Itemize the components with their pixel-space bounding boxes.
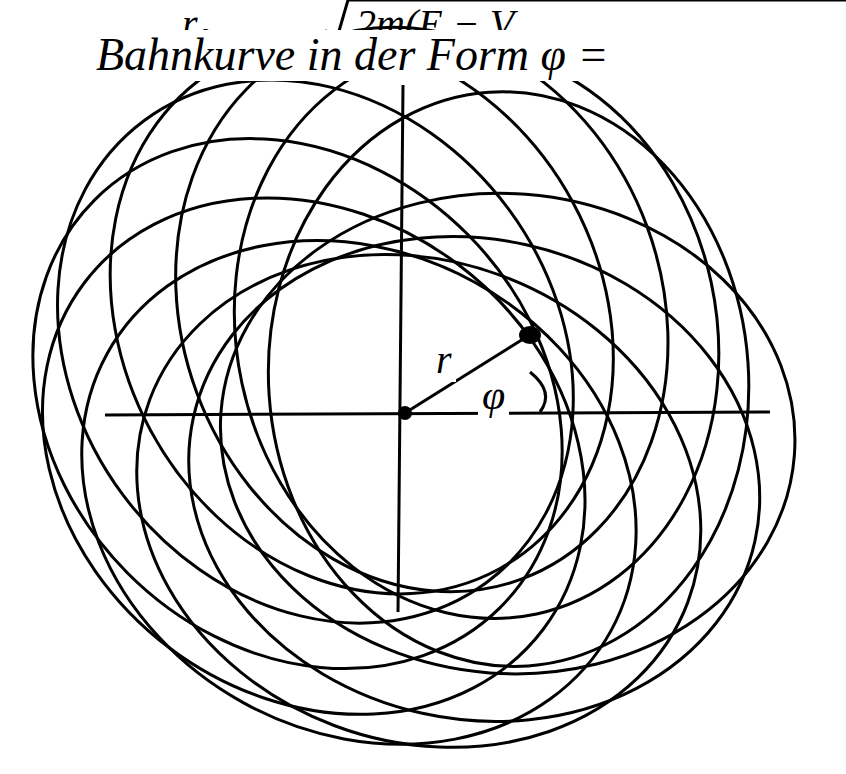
symbol-label: r (432, 338, 456, 382)
orbit-ellipse (0, 31, 670, 774)
angle-arc (530, 372, 546, 412)
symbol-label: φ (478, 372, 509, 418)
x-axis (105, 412, 770, 415)
origin-dot (398, 406, 412, 420)
orbit-ellipse (97, 0, 746, 662)
orbit-ellipse (65, 175, 772, 774)
orbit-ellipse (0, 144, 727, 774)
orbit-ellipse (250, 76, 768, 682)
mass-point (519, 326, 541, 344)
orbit-ellipse (0, 0, 680, 725)
radius-line (405, 336, 528, 413)
y-axis (398, 85, 403, 612)
heading-note: Bahnkurve in der Form φ = (92, 30, 613, 81)
